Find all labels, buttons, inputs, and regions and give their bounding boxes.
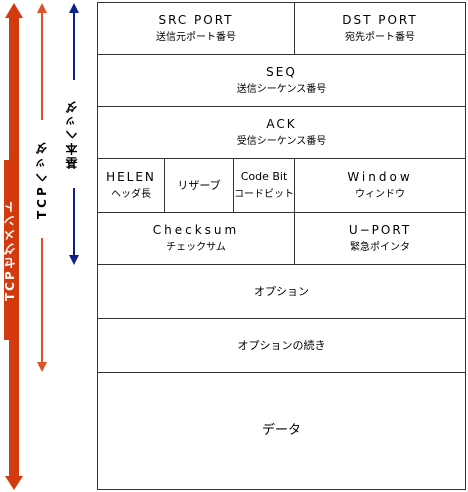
cell-src-port: SRC PORT 送信元ポート番号 bbox=[98, 3, 295, 54]
basic-header-label: 基本ヘッダ bbox=[65, 80, 79, 188]
option-cont-desc: オプションの続き bbox=[237, 338, 326, 352]
u-port-desc: 緊急ポインタ bbox=[350, 241, 410, 253]
option-desc: オプション bbox=[254, 284, 309, 298]
cell-helen: HELEN ヘッダ長 bbox=[98, 159, 165, 212]
src-port-name: SRC PORT bbox=[158, 12, 234, 27]
cell-seq: SEQ 送信シーケンス番号 bbox=[98, 55, 465, 106]
dst-port-desc: 宛先ポート番号 bbox=[345, 31, 415, 43]
row-seq: SEQ 送信シーケンス番号 bbox=[98, 55, 465, 107]
cell-option-cont: オプションの続き bbox=[98, 319, 465, 372]
cell-dst-port: DST PORT 宛先ポート番号 bbox=[295, 3, 465, 54]
tcp-segment-table: SRC PORT 送信元ポート番号 DST PORT 宛先ポート番号 SEQ 送… bbox=[97, 2, 466, 490]
cell-code-bit: Code Bit コードビット bbox=[234, 159, 295, 212]
cell-ack: ACK 受信シーケンス番号 bbox=[98, 107, 465, 158]
code-bit-name: Code Bit bbox=[240, 169, 288, 183]
tcp-header-label: TCPヘッダ bbox=[35, 120, 49, 238]
cell-checksum: Checksum チェックサム bbox=[98, 213, 295, 264]
row-data: データ bbox=[98, 373, 465, 489]
cell-reserved: リザーブ bbox=[165, 159, 234, 212]
helen-desc: ヘッダ長 bbox=[111, 188, 151, 200]
src-port-desc: 送信元ポート番号 bbox=[156, 31, 236, 43]
seq-name: SEQ bbox=[266, 64, 297, 79]
cell-data: データ bbox=[98, 373, 465, 489]
row-flags: HELEN ヘッダ長 リザーブ Code Bit コードビット Window ウ… bbox=[98, 159, 465, 213]
helen-name: HELEN bbox=[106, 169, 156, 184]
ack-desc: 受信シーケンス番号 bbox=[236, 135, 327, 147]
u-port-name: U−PORT bbox=[348, 222, 412, 237]
window-desc: ウィンドウ bbox=[355, 188, 405, 200]
seq-desc: 送信シーケンス番号 bbox=[236, 83, 327, 95]
tcp-segment-label: TCPセグメント bbox=[3, 160, 17, 340]
row-option-cont: オプションの続き bbox=[98, 319, 465, 373]
window-name: Window bbox=[347, 169, 413, 184]
row-ack: ACK 受信シーケンス番号 bbox=[98, 107, 465, 159]
cell-option: オプション bbox=[98, 265, 465, 318]
cell-window: Window ウィンドウ bbox=[295, 159, 465, 212]
row-checksum: Checksum チェックサム U−PORT 緊急ポインタ bbox=[98, 213, 465, 265]
code-bit-desc: コードビット bbox=[234, 188, 294, 200]
row-option: オプション bbox=[98, 265, 465, 319]
dst-port-name: DST PORT bbox=[342, 12, 418, 27]
ack-name: ACK bbox=[266, 116, 297, 131]
cell-u-port: U−PORT 緊急ポインタ bbox=[295, 213, 465, 264]
data-desc: データ bbox=[261, 423, 301, 438]
checksum-name: Checksum bbox=[152, 222, 240, 237]
checksum-desc: チェックサム bbox=[166, 241, 226, 253]
row-ports: SRC PORT 送信元ポート番号 DST PORT 宛先ポート番号 bbox=[98, 3, 465, 55]
reserved-desc: リザーブ bbox=[177, 178, 221, 192]
